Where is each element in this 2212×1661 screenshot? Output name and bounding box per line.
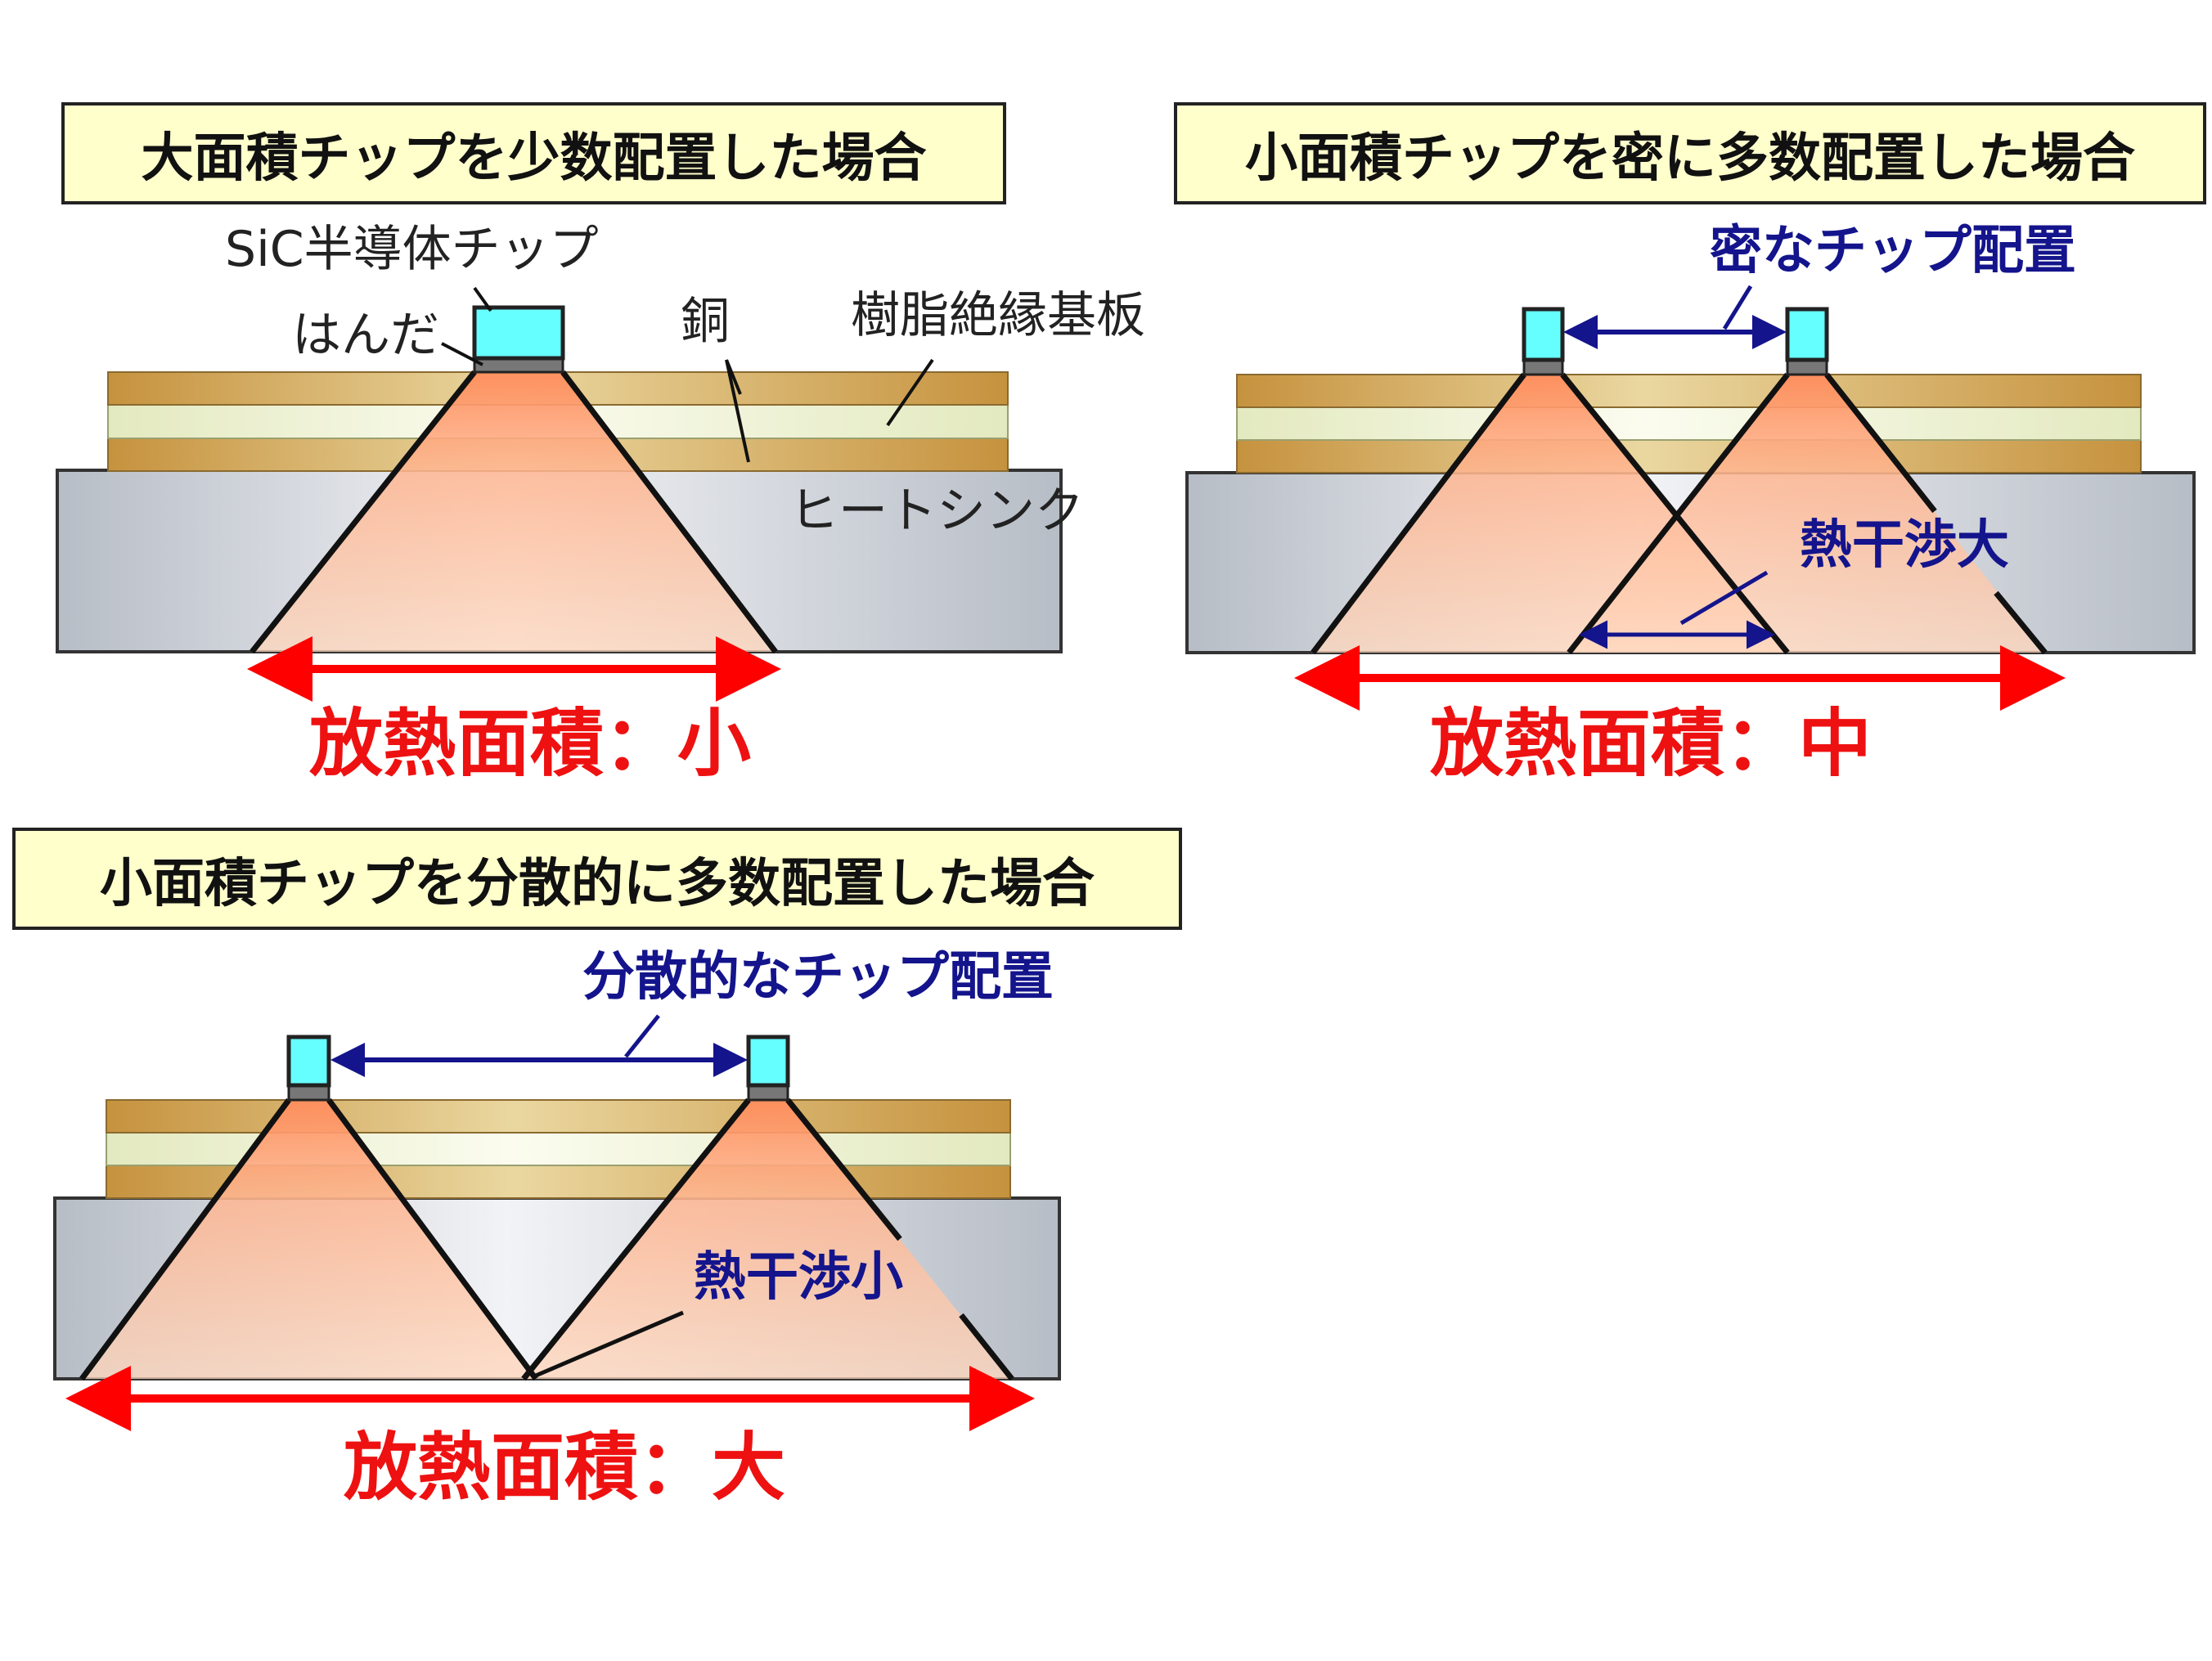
panel2-heat-area-label: 放熱面積：中 xyxy=(1430,701,1872,787)
chip xyxy=(1785,307,1829,362)
panel1-heat-area-label: 放熱面積：小 xyxy=(309,701,751,787)
panel3-title: 小面積チップを分散的に多数配置した場合 xyxy=(12,828,1182,930)
chip xyxy=(746,1035,790,1088)
leader-placement xyxy=(1722,285,1753,330)
heat-edge xyxy=(79,1098,291,1381)
panel3-structure xyxy=(53,1014,1061,1431)
label-copper: 銅 xyxy=(681,293,730,350)
panel2-title: 小面積チップを密に多数配置した場合 xyxy=(1174,102,2206,204)
heat-spread-cone-left xyxy=(82,1100,536,1379)
solder-layer xyxy=(473,357,564,374)
chip xyxy=(1522,307,1565,362)
panel3-heat-area-label: 放熱面積：大 xyxy=(344,1425,785,1511)
leader-resin xyxy=(886,358,934,427)
panel2-structure xyxy=(1185,285,2196,711)
leader-interference xyxy=(535,1310,684,1378)
heat-spread-cone-right xyxy=(524,1100,1012,1379)
panel1-title: 大面積チップを少数配置した場合 xyxy=(61,102,1006,204)
copper-layer-bottom xyxy=(1236,439,2142,474)
panel3-placement-label: 分散的なチップ配置 xyxy=(582,947,1054,1008)
heat-spread-cone xyxy=(252,372,776,652)
copper-layer-top xyxy=(1236,374,2142,408)
panel1-structure xyxy=(56,286,1063,702)
heat-edge xyxy=(785,1098,902,1241)
panel2-placement-label: 密なチップ配置 xyxy=(1710,221,2076,281)
chip xyxy=(286,1035,331,1088)
heat-edge xyxy=(1567,372,1790,655)
label-solder: はんだ xyxy=(292,307,439,364)
resin-substrate xyxy=(1236,406,2142,441)
label-sic-chip: SiC半導体チップ xyxy=(225,221,599,278)
solder-layer xyxy=(287,1084,330,1102)
copper-layer-top xyxy=(106,1099,1011,1134)
solder-layer xyxy=(747,1084,789,1102)
leader-placement xyxy=(624,1014,660,1058)
leader-chip xyxy=(473,286,492,312)
leader-interference xyxy=(1679,570,1769,626)
heat-edge xyxy=(326,1098,538,1381)
heat-spread-edge-right xyxy=(560,370,778,654)
panel3-interference-label: 熱干渉小 xyxy=(694,1247,903,1308)
heat-spread-edge-left xyxy=(250,370,477,654)
panel2-interference-label: 熱干渉大 xyxy=(1800,515,2009,576)
leader-copper-bottom xyxy=(725,359,750,463)
label-resin-substrate: 樹脂絶縁基板 xyxy=(851,287,1145,344)
sic-chip xyxy=(472,305,565,361)
leader-solder xyxy=(441,342,483,366)
solder-layer xyxy=(1786,358,1828,376)
heat-edge xyxy=(1994,590,2048,655)
heat-edge xyxy=(521,1098,751,1381)
heat-edge xyxy=(1311,372,1526,655)
heat-spread-cone-right xyxy=(1569,375,2045,653)
heat-edge xyxy=(1824,372,1937,514)
label-heatsink: ヒートシンク xyxy=(789,483,1084,540)
solder-layer xyxy=(1522,358,1564,376)
